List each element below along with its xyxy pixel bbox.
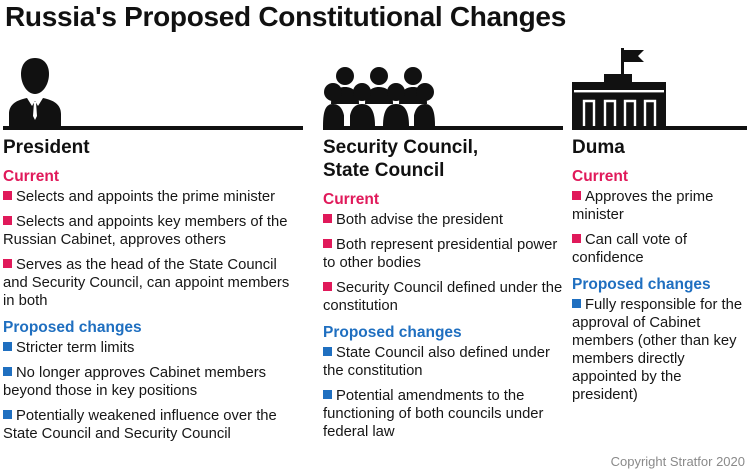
bullet-square-icon bbox=[3, 259, 12, 268]
duma-current-list: Approves the prime minister Can call vot… bbox=[572, 188, 747, 267]
list-item: Fully responsible for the approval of Ca… bbox=[572, 297, 743, 403]
list-item: Both advise the president bbox=[323, 211, 563, 229]
list-item: Both represent presidential power to oth… bbox=[323, 237, 558, 271]
group-silhouette-icon bbox=[323, 67, 435, 126]
president-heading: President bbox=[3, 137, 90, 158]
list-item: Selects and appoints the prime minister bbox=[3, 188, 303, 206]
president-current-list: Selects and appoints the prime minister … bbox=[3, 188, 303, 310]
bullet-square-icon bbox=[3, 342, 12, 351]
president-rule bbox=[3, 126, 303, 130]
president-proposed-list: Stricter term limits No longer approves … bbox=[3, 339, 303, 443]
council-proposed-label: Proposed changes bbox=[323, 324, 462, 341]
page-title: Russia's Proposed Constitutional Changes bbox=[5, 1, 566, 32]
council-current-list: Both advise the president Both represent… bbox=[323, 211, 563, 315]
bullet-square-icon bbox=[3, 410, 12, 419]
bullet-square-icon bbox=[323, 347, 332, 356]
copyright-text: Copyright Stratfor 2020 bbox=[610, 454, 745, 469]
president-current-label: Current bbox=[3, 168, 59, 185]
duma-proposed-list: Fully responsible for the approval of Ca… bbox=[572, 296, 747, 404]
bullet-square-icon bbox=[323, 214, 332, 223]
list-item: Selects and appoints key members of the … bbox=[3, 214, 288, 248]
list-item: Potentially weakened influence over the … bbox=[3, 408, 277, 442]
list-item: Serves as the head of the State Council … bbox=[3, 257, 290, 309]
bullet-square-icon bbox=[323, 390, 332, 399]
duma-column: Duma Current Approves the prime minister… bbox=[572, 44, 747, 411]
duma-icon-area bbox=[572, 44, 747, 126]
list-item: Security Council defined under the const… bbox=[323, 280, 563, 314]
list-item: State Council also defined under the con… bbox=[323, 345, 550, 379]
council-proposed-list: State Council also defined under the con… bbox=[323, 344, 563, 441]
parliament-building-icon bbox=[572, 48, 666, 126]
bullet-square-icon bbox=[572, 234, 581, 243]
list-item: Potential amendments to the functioning … bbox=[323, 388, 544, 440]
duma-current-label: Current bbox=[572, 168, 628, 185]
council-current-label: Current bbox=[323, 191, 379, 208]
bullet-square-icon bbox=[3, 216, 12, 225]
list-item: Stricter term limits bbox=[3, 339, 303, 357]
list-item: Approves the prime minister bbox=[572, 189, 714, 223]
president-proposed-label: Proposed changes bbox=[3, 319, 142, 336]
council-rule bbox=[323, 126, 563, 130]
bullet-square-icon bbox=[3, 191, 12, 200]
council-column: Security Council, State Council Current … bbox=[323, 44, 563, 448]
duma-heading: Duma bbox=[572, 137, 625, 158]
council-heading: Security Council, State Council bbox=[323, 137, 479, 181]
list-item: Can call vote of confidence bbox=[572, 232, 687, 266]
person-silhouette-icon bbox=[9, 58, 61, 126]
council-icon-area bbox=[323, 44, 563, 126]
bullet-square-icon bbox=[572, 191, 581, 200]
bullet-square-icon bbox=[323, 239, 332, 248]
bullet-square-icon bbox=[3, 367, 12, 376]
president-column: President Current Selects and appoints t… bbox=[3, 44, 303, 450]
bullet-square-icon bbox=[323, 282, 332, 291]
list-item: No longer approves Cabinet members beyon… bbox=[3, 365, 267, 399]
duma-rule bbox=[572, 126, 747, 130]
duma-proposed-label: Proposed changes bbox=[572, 276, 711, 293]
president-icon-area bbox=[3, 44, 303, 126]
bullet-square-icon bbox=[572, 299, 581, 308]
